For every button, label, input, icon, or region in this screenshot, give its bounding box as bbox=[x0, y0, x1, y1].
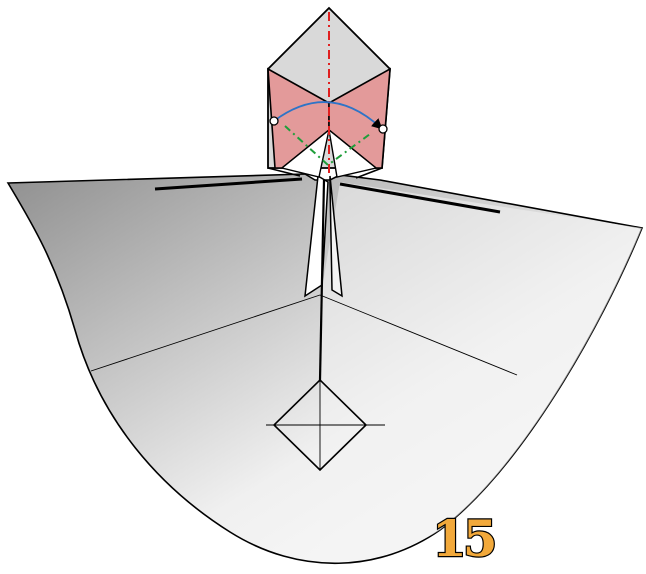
step-number: 15 bbox=[432, 509, 494, 568]
pivot-left-circle-marker-icon bbox=[270, 117, 278, 125]
pivot-right-circle-marker-icon bbox=[379, 125, 387, 133]
paper-right-flap bbox=[320, 182, 642, 561]
